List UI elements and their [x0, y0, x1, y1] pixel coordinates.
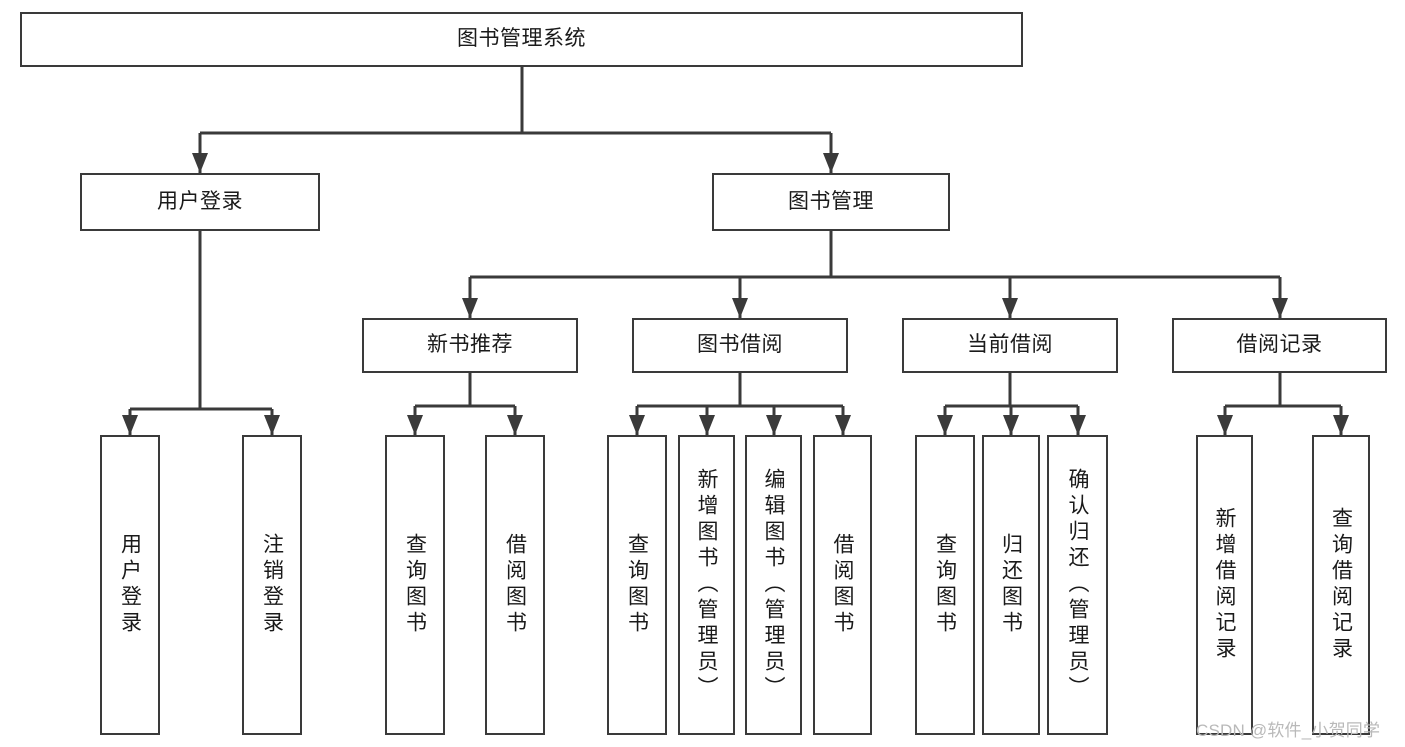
arrowhead-icon	[732, 298, 748, 318]
node-current[interactable]: 当前借阅	[902, 318, 1118, 373]
node-label: 图书管理	[788, 189, 874, 213]
arrowhead-icon	[1070, 415, 1086, 435]
node-newbook[interactable]: 新书推荐	[362, 318, 578, 373]
watermark-text: CSDN @软件_小贺同学	[1196, 721, 1381, 740]
node-leaf-nb-borrow[interactable]: 借阅图书	[485, 435, 545, 735]
node-label: 新增借阅记录	[1213, 507, 1236, 663]
node-leaf-rec-add[interactable]: 新增借阅记录	[1196, 435, 1253, 735]
node-label: 借阅图书	[831, 533, 854, 637]
arrowhead-icon	[766, 415, 782, 435]
arrowhead-icon	[937, 415, 953, 435]
node-label: 借阅记录	[1236, 333, 1323, 357]
node-label: 当前借阅	[967, 333, 1053, 357]
node-leaf-user-logout[interactable]: 注销登录	[242, 435, 302, 735]
node-leaf-bw-add[interactable]: 新增图书（管理员）	[678, 435, 735, 735]
arrowhead-icon	[1272, 298, 1288, 318]
node-leaf-user-login[interactable]: 用户登录	[100, 435, 160, 735]
arrowhead-icon	[264, 415, 280, 435]
node-leaf-cur-confirm[interactable]: 确认归还（管理员）	[1047, 435, 1108, 735]
node-leaf-bw-edit[interactable]: 编辑图书（管理员）	[745, 435, 802, 735]
node-bookmgmt[interactable]: 图书管理	[712, 173, 950, 231]
arrowhead-icon	[462, 298, 478, 318]
arrowhead-icon	[407, 415, 423, 435]
node-label: 查询借阅记录	[1329, 507, 1353, 663]
node-label: 用户登录	[118, 533, 142, 637]
node-root[interactable]: 图书管理系统	[20, 12, 1023, 67]
arrowhead-icon	[823, 153, 839, 173]
node-label: 新增图书（管理员）	[695, 468, 718, 702]
node-label: 查询图书	[625, 533, 649, 637]
arrowhead-icon	[699, 415, 715, 435]
node-borrow[interactable]: 图书借阅	[632, 318, 848, 373]
node-leaf-bw-query[interactable]: 查询图书	[607, 435, 667, 735]
node-label: 归还图书	[999, 533, 1023, 637]
arrowhead-icon	[835, 415, 851, 435]
node-label: 确认归还（管理员）	[1066, 468, 1089, 702]
node-label: 借阅图书	[503, 533, 527, 637]
node-leaf-nb-query[interactable]: 查询图书	[385, 435, 445, 735]
node-label: 查询图书	[403, 533, 427, 637]
node-login[interactable]: 用户登录	[80, 173, 320, 231]
node-records[interactable]: 借阅记录	[1172, 318, 1387, 373]
node-label: 图书借阅	[697, 333, 783, 357]
arrowhead-icon	[192, 153, 208, 173]
arrowhead-icon	[1217, 415, 1233, 435]
arrowhead-icon	[1002, 298, 1018, 318]
arrowhead-icon	[1333, 415, 1349, 435]
arrowhead-icon	[507, 415, 523, 435]
node-label: 查询图书	[933, 533, 957, 637]
node-label: 注销登录	[260, 533, 284, 637]
arrowhead-icon	[629, 415, 645, 435]
node-leaf-bw-borrow[interactable]: 借阅图书	[813, 435, 872, 735]
node-label: 图书管理系统	[457, 27, 586, 51]
node-leaf-rec-query[interactable]: 查询借阅记录	[1312, 435, 1370, 735]
node-label: 用户登录	[157, 189, 243, 213]
node-leaf-cur-query[interactable]: 查询图书	[915, 435, 975, 735]
arrowhead-icon	[1003, 415, 1019, 435]
node-label: 编辑图书（管理员）	[762, 468, 785, 702]
node-leaf-cur-return[interactable]: 归还图书	[982, 435, 1040, 735]
arrowhead-icon	[122, 415, 138, 435]
node-label: 新书推荐	[427, 333, 513, 357]
